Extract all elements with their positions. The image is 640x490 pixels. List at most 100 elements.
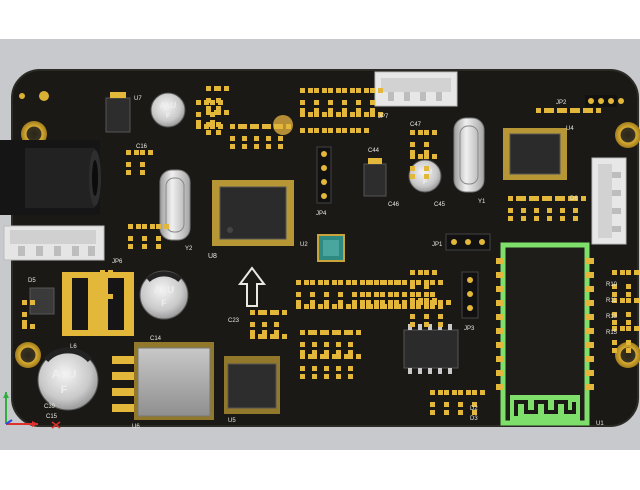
smd-pad [328,128,333,133]
smd-pad [300,366,305,371]
smd-pad [480,390,485,395]
smd-pad [374,280,379,285]
smd-pad [344,354,349,359]
smd-pad [346,304,351,309]
smd-pad [308,354,313,359]
smd-pad [366,292,371,297]
smd-pad [274,334,279,339]
label-jp7: JP7 [378,114,389,120]
smd-pad [308,128,313,133]
smd-pad [570,108,575,113]
smd-pad [547,208,552,213]
smd-pad [356,100,361,105]
smd-pad [424,284,429,289]
smd-pad [262,124,267,129]
smd-pad [274,330,279,335]
label-u6: U6 [132,424,140,430]
smd-pad [314,88,319,93]
smd-pad [332,304,337,309]
cap1-label-bot: F [166,113,171,120]
header-jp2 [585,95,624,107]
smd-pad [332,354,337,359]
cap3-label-bot: F [161,298,167,308]
label-jp4: JP4 [316,211,327,217]
smd-pad [626,284,631,289]
label-c15: C15 [46,414,58,420]
smd-pad [282,310,287,315]
smd-pad [549,108,554,113]
wireless-module-u1 [496,242,594,426]
smd-pad [356,108,361,113]
smd-pad [270,310,275,315]
smd-pad [238,124,243,129]
smd-pad [612,270,617,275]
label-u7: U7 [134,96,142,102]
smd-pad [300,342,305,347]
smd-pad [410,166,415,171]
smd-pad [626,312,631,317]
smd-pad [210,112,215,117]
smd-pad [108,270,113,275]
smd-pad [410,292,415,297]
label-d5: D5 [28,278,36,284]
smd-pad [626,292,631,297]
smd-pad [557,108,562,113]
smd-pad [612,348,617,353]
smd-pad [416,292,421,297]
smd-pad [100,314,105,319]
label-d3: D3 [470,416,478,422]
label-u5: U5 [228,418,236,424]
smd-pad [368,304,373,309]
header-jp4 [316,146,332,204]
smd-pad [270,334,275,339]
smd-pad [380,292,385,297]
connector-jp6 [3,225,105,261]
smd-pad [410,142,415,147]
smd-pad [364,112,369,117]
smd-pad [356,88,361,93]
smd-pad [458,410,463,415]
smd-pad [242,124,247,129]
label-jp3: JP3 [464,326,475,332]
smd-pad [626,270,631,275]
smd-pad [332,280,337,285]
smd-pad [296,292,301,297]
smd-pad [328,108,333,113]
smd-pad [344,330,349,335]
smd-pad [128,224,133,229]
smd-pad [581,196,586,201]
header-jp3 [461,271,479,319]
smd-pad [424,154,429,159]
smd-pad [588,108,593,113]
smd-pad [278,144,283,149]
smd-pad [250,310,255,315]
smd-pad [136,224,141,229]
smd-pad [388,280,393,285]
smd-pad [424,300,429,305]
smd-pad [312,342,317,347]
smd-pad [338,304,343,309]
smd-pad [573,208,578,213]
smd-pad [254,124,259,129]
smd-pad [534,216,539,221]
smd-pad [300,100,305,105]
smd-pad [410,280,415,285]
label-c46: C46 [388,202,400,208]
smd-pad [348,342,353,347]
smd-pad [314,128,319,133]
smd-pad [424,314,429,319]
smd-pad [204,100,209,105]
smd-pad [312,354,317,359]
smd-pad [410,300,415,305]
smd-pad [560,208,565,213]
smd-pad [336,112,341,117]
smd-pad [206,110,211,115]
smd-pad [438,304,443,309]
smd-pad [308,330,313,335]
smd-pad [352,304,357,309]
smd-pad [30,324,35,329]
smd-pad [402,280,407,285]
smd-pad [348,354,353,359]
